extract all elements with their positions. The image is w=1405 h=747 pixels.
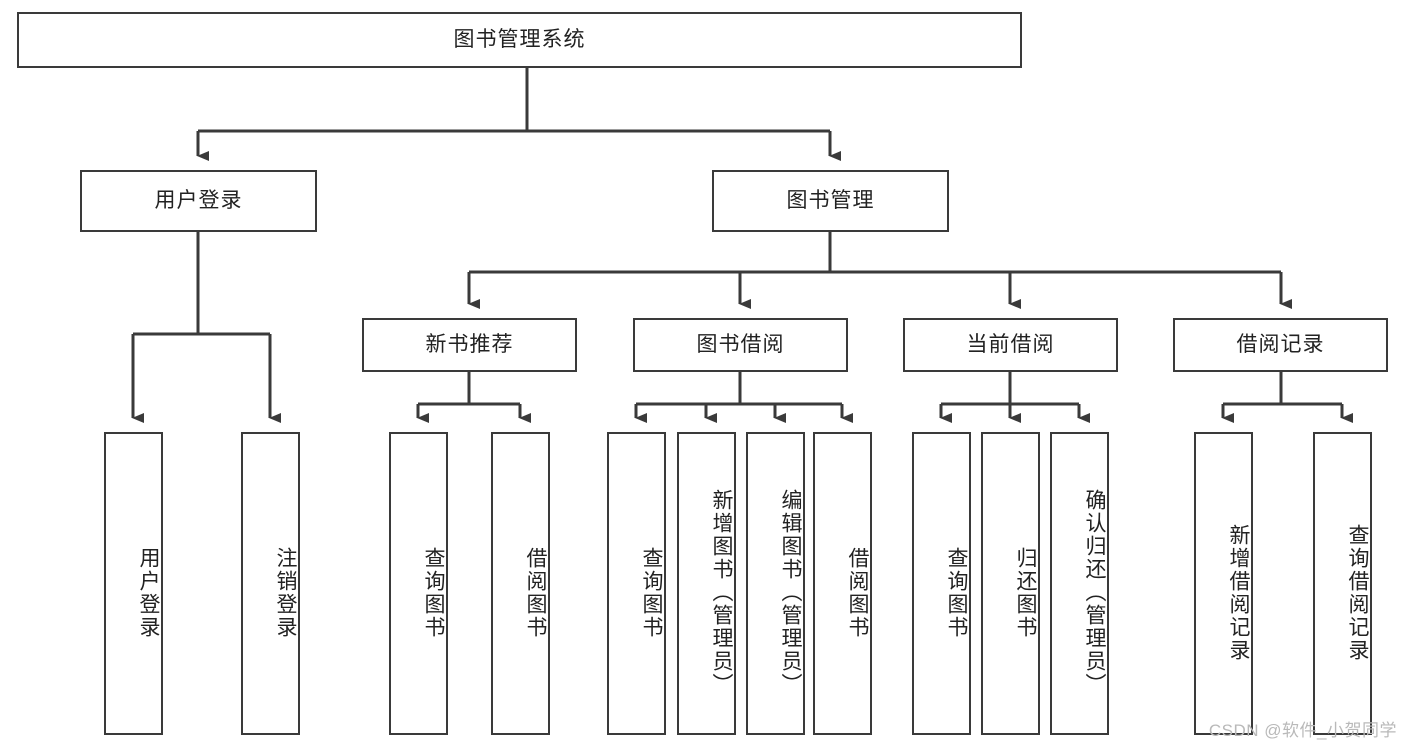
watermark-text: CSDN @软件_小贺同学	[1208, 721, 1397, 740]
node-book-borrow[interactable]: 图书借阅	[633, 318, 848, 372]
leaf-label: 借阅图书	[524, 546, 547, 639]
leaf-edit-book[interactable]: 编辑图书（管理员）	[746, 432, 805, 735]
node-user-login[interactable]: 用户登录	[80, 170, 317, 232]
leaf-add-record[interactable]: 新增借阅记录	[1194, 432, 1253, 735]
leaf-query-book-1[interactable]: 查询图书	[389, 432, 448, 735]
node-book-manage[interactable]: 图书管理	[712, 170, 949, 232]
leaf-query-book-2[interactable]: 查询图书	[607, 432, 666, 735]
leaf-label: 新增借阅记录	[1227, 523, 1250, 662]
node-borrow-record[interactable]: 借阅记录	[1173, 318, 1388, 372]
node-current-borrow[interactable]: 当前借阅	[903, 318, 1118, 372]
leaf-borrow-book-2[interactable]: 借阅图书	[813, 432, 872, 735]
leaf-label: 归还图书	[1014, 546, 1037, 639]
leaf-label: 确认归还（管理员）	[1083, 489, 1106, 696]
leaf-label: 注销登录	[274, 546, 297, 639]
leaf-label: 借阅图书	[846, 546, 869, 639]
leaf-label: 用户登录	[137, 546, 160, 639]
leaf-query-book-3[interactable]: 查询图书	[912, 432, 971, 735]
leaf-label: 编辑图书（管理员）	[779, 489, 802, 696]
leaf-query-record[interactable]: 查询借阅记录	[1313, 432, 1372, 735]
leaf-return-book[interactable]: 归还图书	[981, 432, 1040, 735]
leaf-logout-login[interactable]: 注销登录	[241, 432, 300, 735]
leaf-add-book[interactable]: 新增图书（管理员）	[677, 432, 736, 735]
leaf-borrow-book-1[interactable]: 借阅图书	[491, 432, 550, 735]
leaf-label: 查询图书	[640, 546, 663, 639]
leaf-label: 查询借阅记录	[1346, 523, 1369, 662]
leaf-label: 查询图书	[945, 546, 968, 639]
leaf-confirm-return[interactable]: 确认归还（管理员）	[1050, 432, 1109, 735]
leaf-label: 查询图书	[422, 546, 445, 639]
leaf-user-login[interactable]: 用户登录	[104, 432, 163, 735]
node-root[interactable]: 图书管理系统	[17, 12, 1022, 68]
leaf-label: 新增图书（管理员）	[710, 489, 733, 696]
node-new-book-recommend[interactable]: 新书推荐	[362, 318, 577, 372]
